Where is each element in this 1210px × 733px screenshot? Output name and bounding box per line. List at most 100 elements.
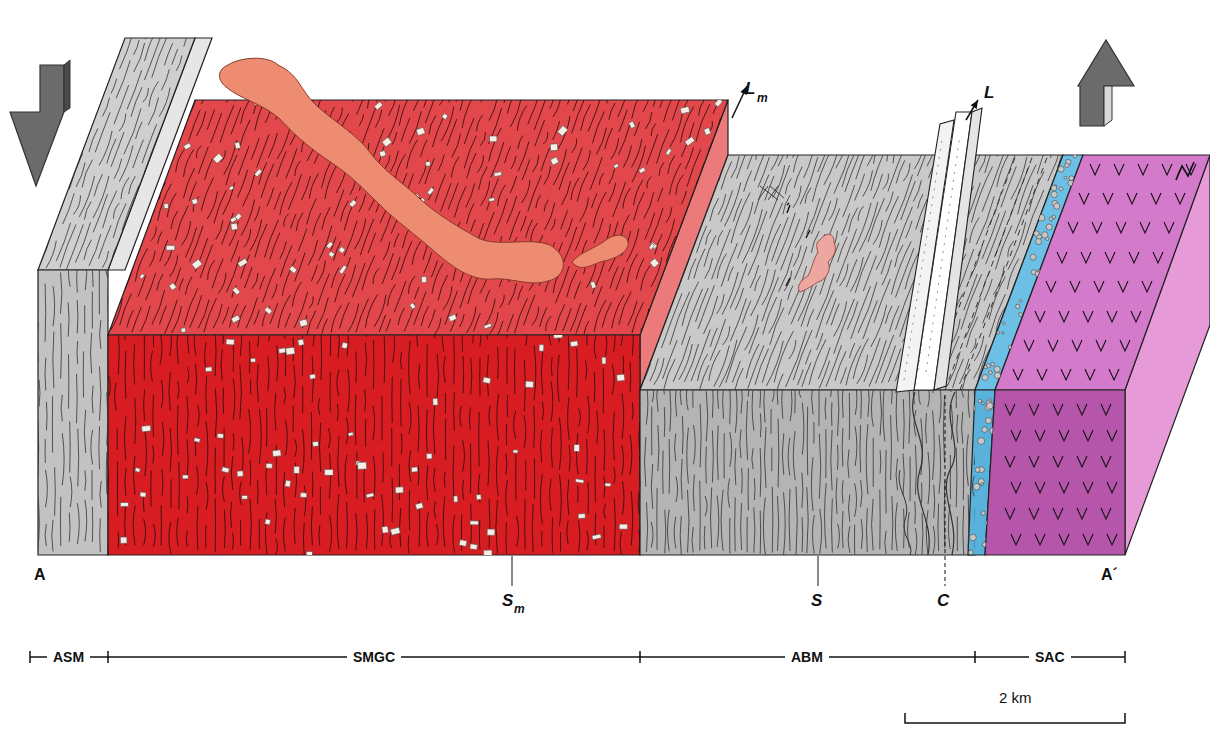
foliation-line <box>993 499 994 551</box>
foliation-line <box>740 429 741 458</box>
foliation-line <box>106 338 107 366</box>
foliation-line <box>151 227 156 241</box>
foliation-line <box>146 273 156 301</box>
foliation-line <box>132 451 133 484</box>
foliation-line <box>604 504 606 519</box>
feldspar <box>286 347 295 355</box>
foliation-line <box>633 427 634 482</box>
pebble <box>1002 332 1005 335</box>
v-mark <box>1175 193 1185 204</box>
foliation-line <box>463 440 465 472</box>
foliation-line <box>42 208 48 224</box>
foliation-line <box>655 234 663 255</box>
foliation-line <box>645 437 646 487</box>
foliation-line <box>963 448 964 500</box>
feldspar <box>379 150 386 157</box>
pebble <box>1054 203 1060 209</box>
foliation-line <box>943 396 944 463</box>
v-mark <box>1070 281 1080 292</box>
v-mark <box>1140 222 1150 233</box>
foliation-line <box>52 396 53 452</box>
foliation-line <box>956 448 958 508</box>
foliation-line <box>117 26 123 41</box>
foliation-line <box>855 382 857 415</box>
foliation-line <box>449 88 454 102</box>
foliation-line <box>488 441 489 486</box>
foliation-line <box>178 462 180 509</box>
foliation-line <box>550 88 558 108</box>
foliation-line <box>127 70 142 109</box>
pebble <box>1008 345 1012 349</box>
foliation-line <box>24 498 25 542</box>
foliation-line <box>921 483 922 503</box>
foliation-line <box>196 364 197 395</box>
foliation-line <box>595 456 596 503</box>
foliation-line <box>861 480 862 507</box>
foliation-line <box>205 376 207 414</box>
foliation-line <box>594 300 606 332</box>
foliation-line <box>744 171 752 192</box>
foliation-line <box>750 265 759 288</box>
foliation-line <box>445 419 446 460</box>
foliation-line <box>226 155 237 186</box>
foliation-line <box>439 88 445 105</box>
foliation-line <box>375 110 382 128</box>
foliation-line <box>650 208 663 243</box>
shear-sense <box>786 230 810 286</box>
foliation-line <box>699 228 704 242</box>
foliation-line <box>76 374 78 423</box>
foliation-line <box>825 429 826 478</box>
foliation-line <box>621 324 623 346</box>
foliation-line <box>182 221 191 245</box>
foliation-line <box>398 308 404 325</box>
foliation-line <box>759 383 761 408</box>
foliation-line <box>928 452 930 504</box>
foliation-line <box>62 433 64 485</box>
foliation-line <box>200 245 212 278</box>
foliation-line <box>635 487 636 555</box>
foliation-line <box>68 256 70 287</box>
foliation-line <box>586 439 588 475</box>
foliation-line <box>818 382 819 426</box>
foliation-line <box>21 302 22 340</box>
pebble <box>981 483 984 486</box>
v-mark <box>1083 311 1093 322</box>
foliation-line <box>198 300 209 329</box>
foliation-line <box>560 532 561 551</box>
foliation-line <box>1071 143 1079 165</box>
foliation-line <box>431 261 437 278</box>
foliation-line <box>76 264 78 293</box>
foliation-line <box>700 365 709 389</box>
foliation-line <box>735 288 743 310</box>
foliation-line <box>355 395 357 445</box>
foliation-line <box>783 195 790 214</box>
foliation-line <box>382 495 384 546</box>
foliation-line <box>203 26 213 52</box>
feldspar <box>575 479 584 483</box>
foliation-line <box>694 249 705 279</box>
foliation-line <box>619 110 627 132</box>
pebble <box>991 362 995 366</box>
foliation-line <box>207 109 214 129</box>
foliation-line <box>619 292 631 325</box>
foliation-line <box>802 473 803 508</box>
foliation-line <box>447 119 457 146</box>
foliation-line <box>477 155 483 172</box>
foliation-line <box>717 294 725 314</box>
foliation-line <box>166 133 174 154</box>
foliation-line <box>638 492 640 514</box>
foliation-line <box>778 419 780 488</box>
foliation-line <box>453 446 455 501</box>
foliation-line <box>154 136 164 164</box>
foliation-line <box>159 88 170 117</box>
foliation-line <box>859 425 861 473</box>
foliation-line <box>1182 303 1210 411</box>
foliation-line <box>319 525 320 546</box>
foliation-line <box>606 331 607 356</box>
feldspar <box>570 341 578 347</box>
shear-arrow <box>10 65 64 186</box>
foliation-line <box>92 507 93 542</box>
feldspar <box>484 550 493 556</box>
foliation-line <box>170 256 178 277</box>
foliation-line <box>731 193 750 244</box>
